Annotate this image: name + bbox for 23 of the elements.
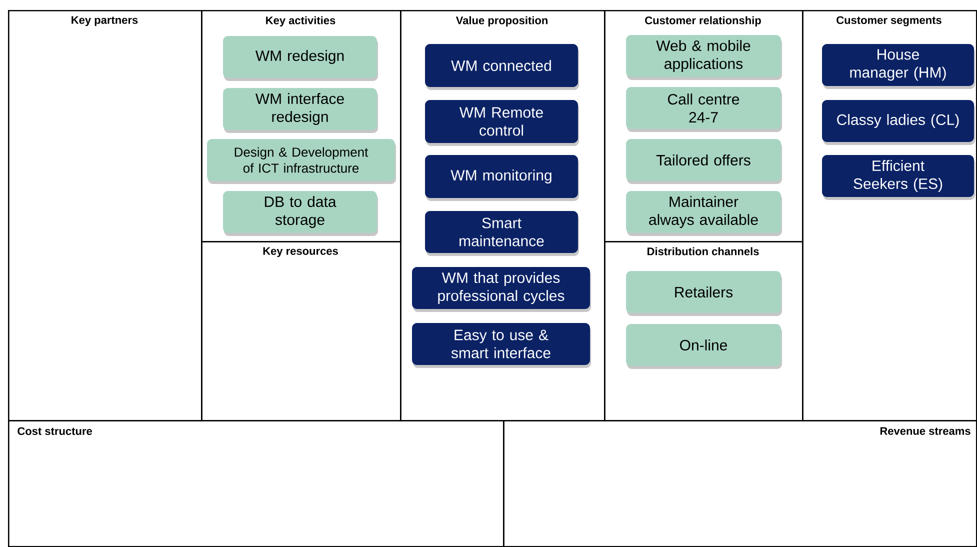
card: WM Remote control — [425, 100, 579, 146]
canvas-block: Key partners — [8, 10, 202, 422]
canvas-block: Revenue streams — [503, 420, 977, 547]
card: On-line — [626, 324, 782, 369]
card: Smart maintenance — [425, 211, 579, 256]
card: WM monitoring — [425, 155, 579, 201]
card: WM redesign — [223, 36, 378, 81]
card: Call centre 24-7 — [626, 87, 782, 132]
card: House manager (HM) — [822, 44, 975, 89]
card: Easy to use & smart interface — [412, 323, 591, 368]
card: WM that provides professional cycles — [412, 267, 591, 312]
canvas-block: Key resources — [201, 241, 402, 422]
card: Design & Development of ICT infrastructure — [207, 139, 396, 184]
canvas-block: Cost structure — [8, 420, 504, 547]
card: WM connected — [425, 44, 579, 90]
card: Tailored offers — [626, 139, 782, 184]
card: Retailers — [626, 271, 782, 316]
card: Maintainer always available — [626, 191, 782, 236]
card: DB to data storage — [223, 191, 378, 236]
card: Efficient Seekers (ES) — [822, 155, 975, 200]
card: Classy ladies (CL) — [822, 100, 975, 145]
card: WM interface redesign — [223, 88, 378, 133]
card: Web & mobile applications — [626, 35, 782, 80]
